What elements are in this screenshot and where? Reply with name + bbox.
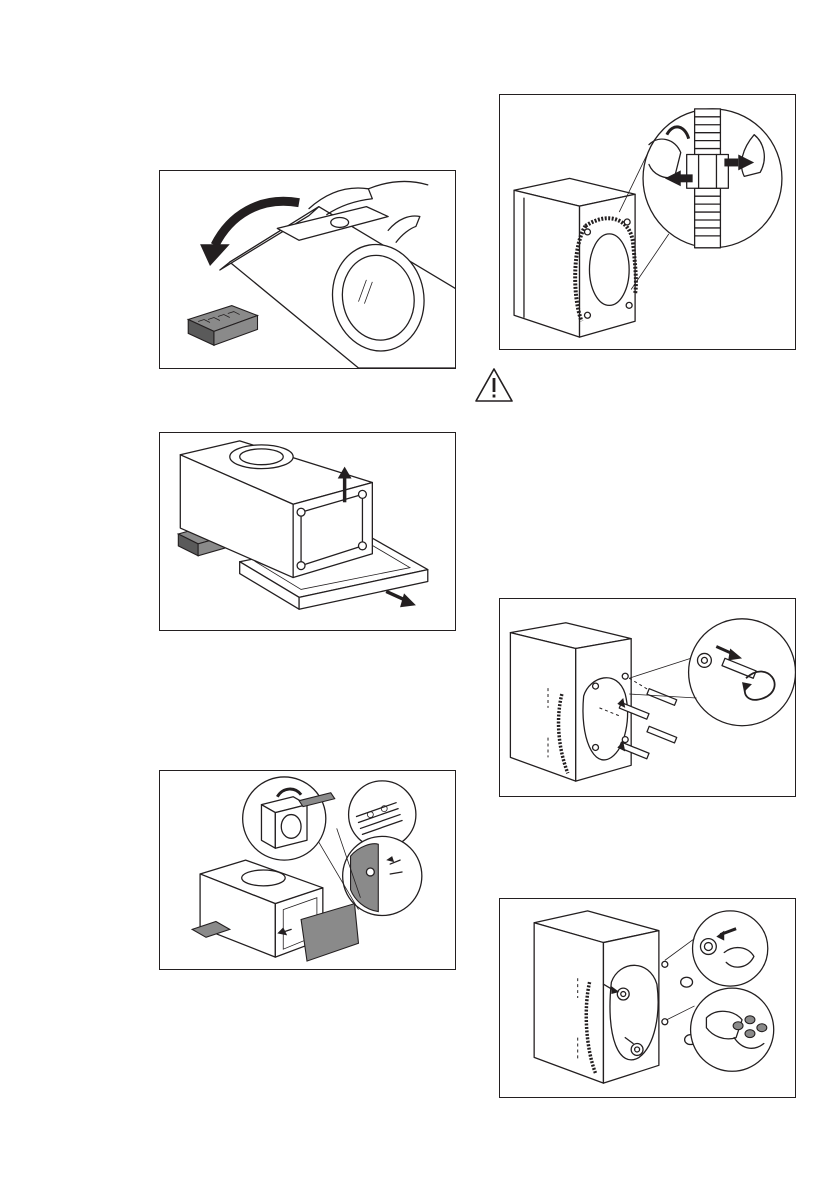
figure-remove-base <box>159 432 456 631</box>
fit-cover-panel-illustration <box>160 771 455 969</box>
figure-release-hose-clamps <box>499 94 796 350</box>
figure-remove-transit-bolts <box>499 598 796 797</box>
release-hose-clamps-illustration <box>500 95 795 349</box>
hose-clip-icon <box>687 155 729 189</box>
plastic-cap-icon <box>681 977 693 987</box>
remove-transit-bolts-illustration <box>500 599 795 796</box>
figure-fit-cover-panel <box>159 770 456 970</box>
warning-triangle-icon <box>474 367 514 403</box>
figure-tilt-machine <box>159 170 456 369</box>
remove-base-illustration <box>160 433 455 630</box>
figure-insert-plastic-caps <box>499 898 796 1098</box>
insert-plastic-caps-illustration <box>500 899 795 1097</box>
tilt-machine-illustration <box>160 171 455 368</box>
